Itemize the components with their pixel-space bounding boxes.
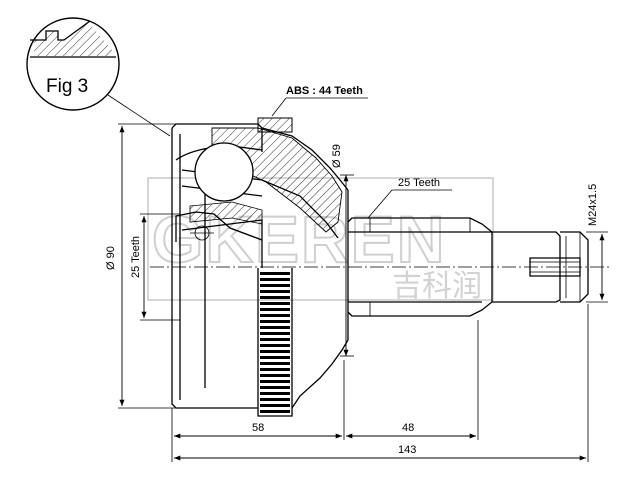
leader-abs-teeth: ABS : 44 Teeth bbox=[271, 85, 368, 117]
abs-tooth bbox=[260, 386, 290, 389]
abs-ring-teeth bbox=[260, 272, 290, 413]
dimension-lengths: 58 48 143 bbox=[171, 304, 589, 462]
abs-tooth bbox=[260, 350, 290, 353]
abs-tooth bbox=[260, 338, 290, 341]
outer-diameter-label: Ø 90 bbox=[105, 246, 117, 270]
abs-tooth bbox=[260, 320, 290, 323]
abs-tooth bbox=[260, 398, 290, 401]
figure-detail-bubble: Fig 3 bbox=[26, 17, 171, 137]
abs-tooth bbox=[260, 296, 290, 299]
outer-spline-label: 25 Teeth bbox=[398, 177, 440, 189]
abs-tooth bbox=[260, 308, 290, 311]
abs-ring bbox=[257, 117, 293, 417]
watermark-brand-cn: 吉科润 bbox=[392, 269, 482, 304]
abs-tooth bbox=[260, 410, 290, 413]
abs-tooth bbox=[260, 326, 290, 329]
figure-label: Fig 3 bbox=[46, 76, 88, 97]
shaft-length-label: 48 bbox=[402, 422, 414, 434]
abs-tooth bbox=[260, 356, 290, 359]
dimension-outer-diameter: Ø 90 bbox=[105, 123, 176, 409]
overall-length-label: 143 bbox=[398, 444, 416, 456]
dimension-seal-diameter: Ø 59 bbox=[331, 144, 354, 357]
abs-tooth bbox=[260, 404, 290, 407]
abs-teeth-label: ABS : 44 Teeth bbox=[286, 85, 363, 97]
abs-tooth bbox=[260, 284, 290, 287]
abs-tooth bbox=[260, 272, 290, 275]
seal-diameter-label: Ø 59 bbox=[331, 144, 343, 168]
abs-tooth bbox=[260, 290, 290, 293]
abs-tooth bbox=[260, 344, 290, 347]
abs-tooth bbox=[260, 302, 290, 305]
leader-outer-spline: 25 Teeth bbox=[367, 177, 452, 219]
thread-label: M24x1.5 bbox=[587, 184, 599, 226]
joint-ball bbox=[194, 142, 254, 202]
abs-tooth bbox=[260, 332, 290, 335]
abs-tooth bbox=[260, 368, 290, 371]
inner-joint bbox=[175, 142, 339, 268]
abs-tooth bbox=[260, 362, 290, 365]
abs-tooth bbox=[260, 392, 290, 395]
abs-tooth bbox=[260, 314, 290, 317]
dimension-thread: M24x1.5 bbox=[586, 184, 608, 303]
bell-length-label: 58 bbox=[252, 422, 264, 434]
watermark: GKEREN 吉科润 bbox=[147, 177, 494, 304]
dimension-inner-spline: 25 Teeth bbox=[130, 213, 180, 321]
abs-tooth bbox=[260, 374, 290, 377]
abs-tooth bbox=[260, 278, 290, 281]
inner-spline-label: 25 Teeth bbox=[130, 236, 142, 278]
abs-tooth bbox=[260, 380, 290, 383]
stub-shaft bbox=[347, 217, 589, 317]
